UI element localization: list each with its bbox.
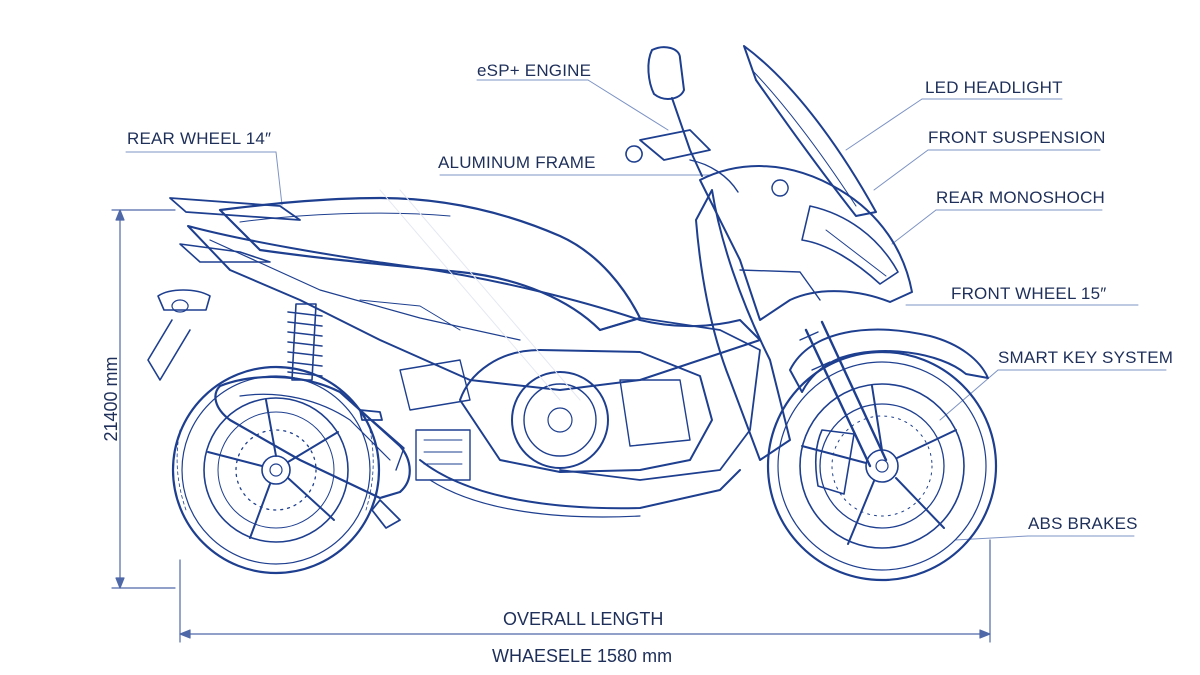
label-led-headlight: LED HEADLIGHT [925, 78, 1063, 97]
rear-wheel [171, 365, 381, 575]
dimension-lines [111, 209, 991, 643]
front-fork [789, 320, 989, 468]
callout-leaders [125, 79, 1167, 541]
paper-hatching [379, 189, 581, 401]
scooter-body [147, 45, 913, 518]
kickstand [359, 409, 401, 529]
overall-length-label: OVERALL LENGTH [503, 609, 664, 629]
label-rear-monoshock: REAR MONOSHOCH [936, 188, 1106, 207]
label-esp-engine: eSP+ ENGINE [477, 61, 592, 80]
rear-shock [287, 303, 323, 381]
label-front-suspension: FRONT SUSPENSION [928, 128, 1106, 147]
handlebar-mirror [625, 46, 739, 193]
label-rear-wheel: REAR WHEEL 14″ [127, 129, 272, 148]
height-dimension-label: 21400 mm [101, 356, 121, 442]
front-wheel [766, 350, 998, 582]
label-front-wheel: FRONT WHEEL 15″ [951, 284, 1107, 303]
wheelbase-label: WHAESELE 1580 mm [492, 646, 673, 666]
label-aluminum-frame: ALUMINUM FRAME [438, 153, 596, 172]
label-abs-brakes: ABS BRAKES [1028, 514, 1138, 533]
engine-unit [399, 349, 713, 481]
label-smart-key: SMART KEY SYSTEM [998, 348, 1174, 367]
exhaust-muffler [214, 375, 411, 500]
